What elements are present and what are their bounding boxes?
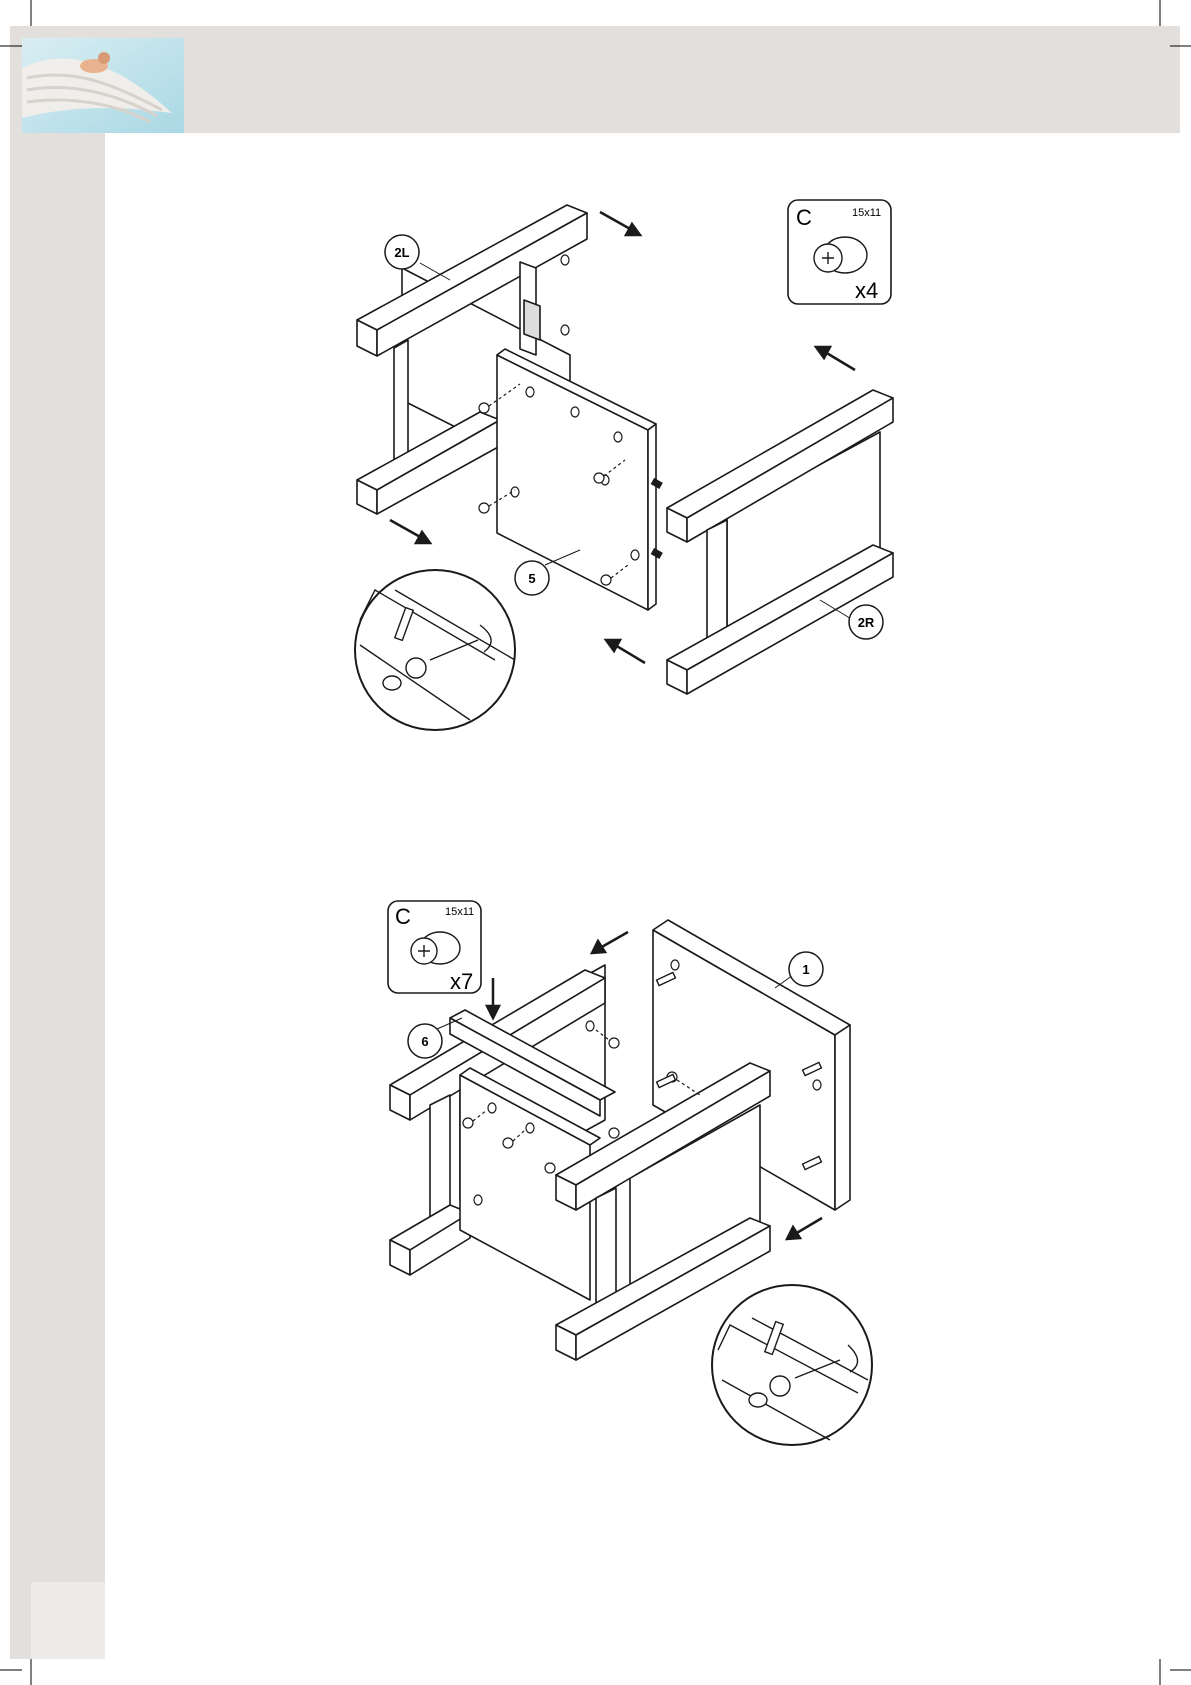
label-6: 6 [421,1034,428,1049]
label-1: 1 [802,962,809,977]
hardware-box-step2: C 15x11 x7 [388,901,481,994]
hardware-size: 15x11 [445,906,474,918]
detail-zoom-circle-2 [712,1285,872,1445]
hardware-quantity: x7 [450,969,473,994]
hardware-letter: C [395,904,411,929]
